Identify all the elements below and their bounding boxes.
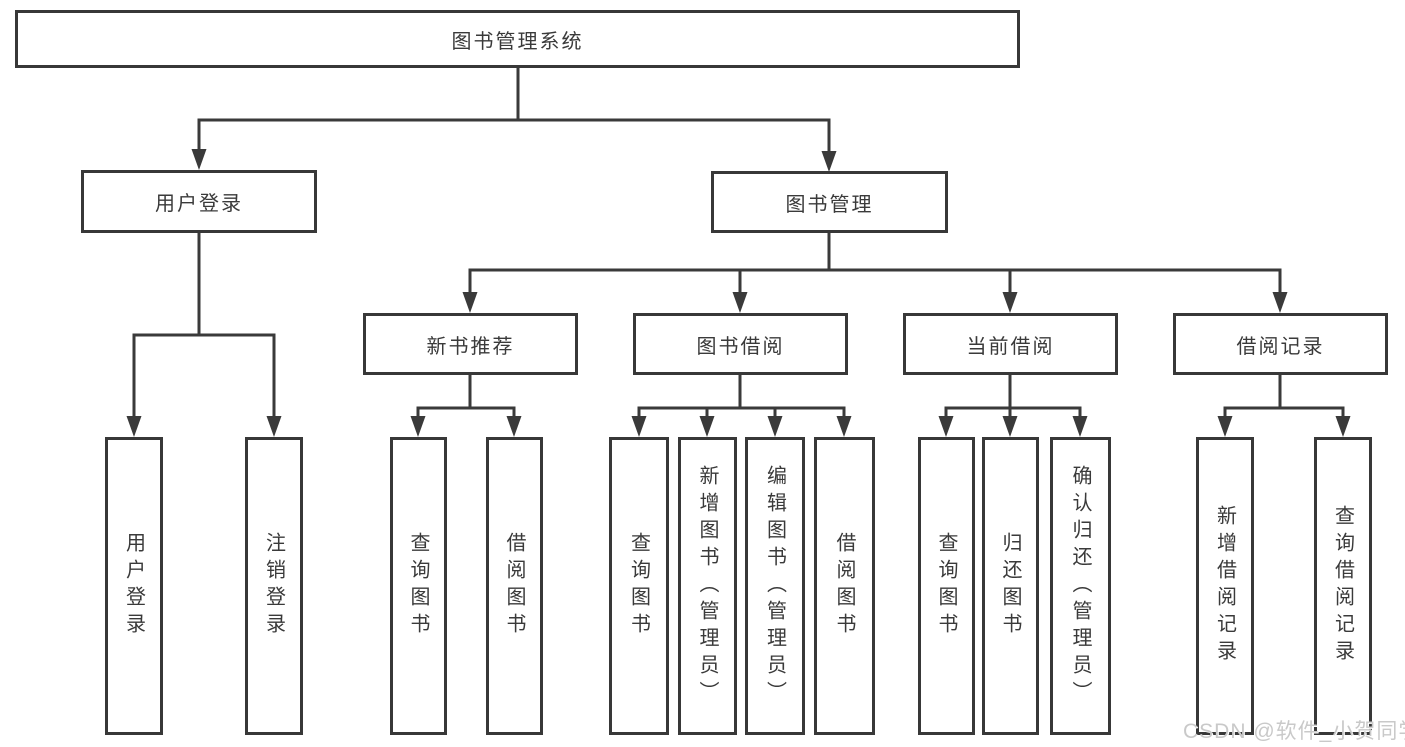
node-user-login-label: 用户登录 — [155, 193, 243, 215]
leaf-add-borrow-record: 新增借阅记录 — [1196, 437, 1254, 735]
node-book-borrow-label: 图书借阅 — [696, 335, 785, 358]
leaf-borrow-borrow-books: 借阅图书 — [814, 437, 875, 735]
leaf-newbooks-borrow-books: 借阅图书 — [486, 437, 543, 735]
leaf-edit-books-admin: 编辑图书（管理员） — [745, 437, 805, 735]
node-current-borrow: 当前借阅 — [903, 313, 1118, 375]
leaf-confirm-return-admin-label: 确认归还（管理员） — [1069, 464, 1091, 708]
csdn-watermark: CSDN @软件_小贺同学 — [1183, 720, 1405, 743]
leaf-borrow-query-books: 查询图书 — [609, 437, 669, 735]
node-borrow-records: 借阅记录 — [1173, 313, 1388, 375]
node-borrow-records-label: 借阅记录 — [1236, 335, 1325, 358]
leaf-add-books-admin: 新增图书（管理员） — [678, 437, 737, 735]
leaf-add-books-admin-label: 新增图书（管理员） — [696, 464, 718, 708]
leaf-query-borrow-record-label: 查询借阅记录 — [1331, 505, 1354, 667]
leaf-add-borrow-record-label: 新增借阅记录 — [1213, 505, 1236, 667]
leaf-user-login: 用户登录 — [105, 437, 163, 735]
leaf-logout: 注销登录 — [245, 437, 303, 735]
leaf-edit-books-admin-label: 编辑图书（管理员） — [763, 464, 786, 708]
node-book-borrow: 图书借阅 — [633, 313, 848, 375]
node-library-system-label: 图书管理系统 — [451, 30, 584, 53]
leaf-logout-label: 注销登录 — [262, 532, 285, 640]
leaf-return-books: 归还图书 — [982, 437, 1039, 735]
leaf-return-books-label: 归还图书 — [999, 532, 1021, 640]
leaf-borrow-query-books-label: 查询图书 — [627, 532, 650, 640]
leaf-newbooks-query-books-label: 查询图书 — [407, 532, 429, 640]
node-book-management-label: 图书管理 — [785, 193, 874, 216]
leaf-newbooks-borrow-books-label: 借阅图书 — [503, 532, 525, 640]
node-current-borrow-label: 当前借阅 — [966, 335, 1055, 358]
leaf-current-query-books: 查询图书 — [918, 437, 975, 735]
arrowheads — [126, 149, 1351, 437]
leaf-user-login-label: 用户登录 — [122, 532, 145, 640]
node-library-system: 图书管理系统 — [15, 10, 1020, 68]
leaf-borrow-borrow-books-label: 借阅图书 — [833, 532, 855, 640]
leaf-current-query-books-label: 查询图书 — [935, 532, 957, 640]
node-book-management: 图书管理 — [711, 171, 948, 233]
node-new-book-recommend: 新书推荐 — [363, 313, 578, 375]
leaf-query-borrow-record: 查询借阅记录 — [1314, 437, 1372, 735]
node-new-book-recommend-label: 新书推荐 — [426, 335, 515, 358]
leaf-newbooks-query-books: 查询图书 — [390, 437, 447, 735]
node-user-login: 用户登录 — [81, 170, 317, 233]
leaf-confirm-return-admin: 确认归还（管理员） — [1050, 437, 1111, 735]
